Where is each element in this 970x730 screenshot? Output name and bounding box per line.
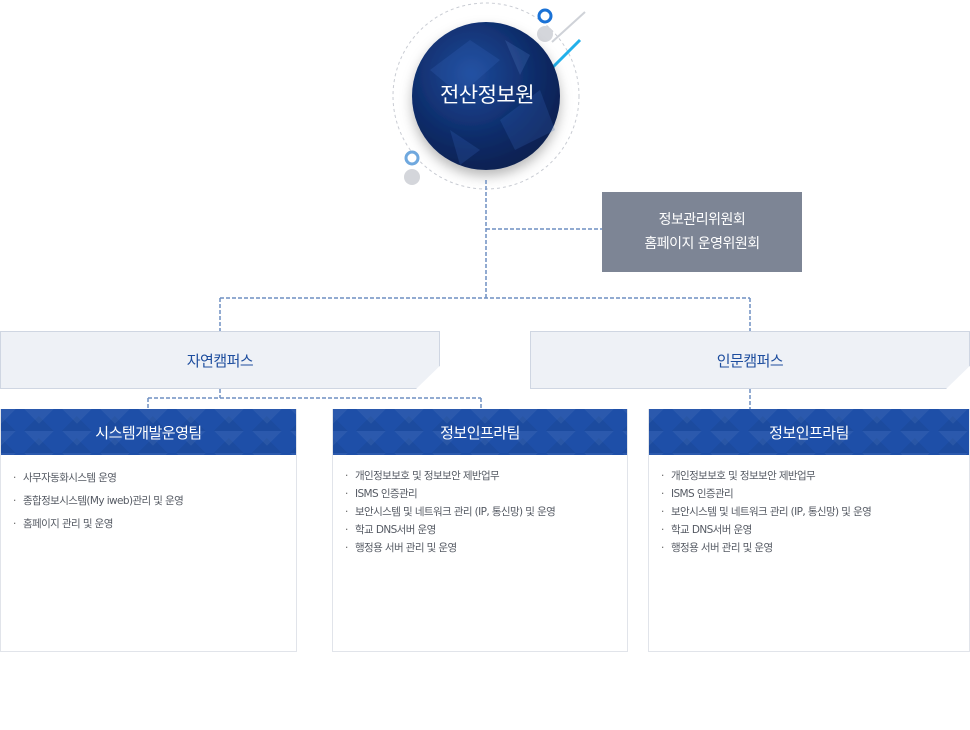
decor-dot-gray-bottom: [404, 169, 420, 185]
root-circle-pattern: [430, 40, 555, 165]
list-item: 사무자동화시스템 운영: [13, 467, 296, 490]
team-name: 시스템개발운영팀: [95, 423, 202, 442]
team-header: 정보인프라팀: [333, 409, 627, 455]
team-header: 정보인프라팀: [649, 409, 969, 455]
root-circle: [412, 22, 560, 170]
decor-dot-gray-top: [537, 26, 553, 42]
list-item: 학교 DNS서버 운영: [345, 521, 627, 539]
campus-box-left: 자연캠퍼스: [0, 331, 440, 389]
team-duty-list: 사무자동화시스템 운영 종합정보시스템(My iweb)관리 및 운영 홈페이지…: [1, 455, 296, 536]
list-item: ISMS 인증관리: [345, 485, 627, 503]
decor-ring-blue-bottom: [404, 150, 420, 166]
team-card-info-infra-right: 정보인프라팀 개인정보보호 및 정보보안 제반업무 ISMS 인증관리 보안시스…: [648, 409, 970, 652]
list-item: 개인정보보호 및 정보보안 제반업무: [661, 467, 969, 485]
decor-ring-blue-top: [537, 8, 553, 24]
team-name: 정보인프라팀: [440, 423, 520, 442]
decor-line-cyan: [550, 38, 582, 70]
list-item: ISMS 인증관리: [661, 485, 969, 503]
list-item: 보안시스템 및 네트워크 관리 (IP, 통신망) 및 운영: [345, 503, 627, 521]
root-label: 전산정보원: [439, 83, 535, 107]
connectors: [147, 180, 751, 409]
list-item: 개인정보보호 및 정보보안 제반업무: [345, 467, 627, 485]
committee-box: 정보관리위원회 홈페이지 운영위원회: [602, 192, 802, 272]
decor-line-gray: [551, 11, 586, 43]
team-duty-list: 개인정보보호 및 정보보안 제반업무 ISMS 인증관리 보안시스템 및 네트워…: [333, 455, 627, 557]
list-item: 행정용 서버 관리 및 운영: [661, 539, 969, 557]
team-header: 시스템개발운영팀: [1, 409, 296, 455]
team-name: 정보인프라팀: [769, 423, 849, 442]
team-card-info-infra-left: 정보인프라팀 개인정보보호 및 정보보안 제반업무 ISMS 인증관리 보안시스…: [332, 409, 628, 652]
team-duty-list: 개인정보보호 및 정보보안 제반업무 ISMS 인증관리 보안시스템 및 네트워…: [649, 455, 969, 557]
campus-label-left: 자연캠퍼스: [186, 351, 254, 370]
committee-line-1: 정보관리위원회: [658, 212, 746, 228]
list-item: 행정용 서버 관리 및 운영: [345, 539, 627, 557]
list-item: 보안시스템 및 네트워크 관리 (IP, 통신망) 및 운영: [661, 503, 969, 521]
list-item: 학교 DNS서버 운영: [661, 521, 969, 539]
team-card-system-dev: 시스템개발운영팀 사무자동화시스템 운영 종합정보시스템(My iweb)관리 …: [0, 409, 297, 652]
committee-line-2: 홈페이지 운영위원회: [644, 236, 760, 252]
campus-label-right: 인문캠퍼스: [716, 351, 784, 370]
list-item: 홈페이지 관리 및 운영: [13, 513, 296, 536]
campus-box-right: 인문캠퍼스: [530, 331, 970, 389]
list-item: 종합정보시스템(My iweb)관리 및 운영: [13, 490, 296, 513]
